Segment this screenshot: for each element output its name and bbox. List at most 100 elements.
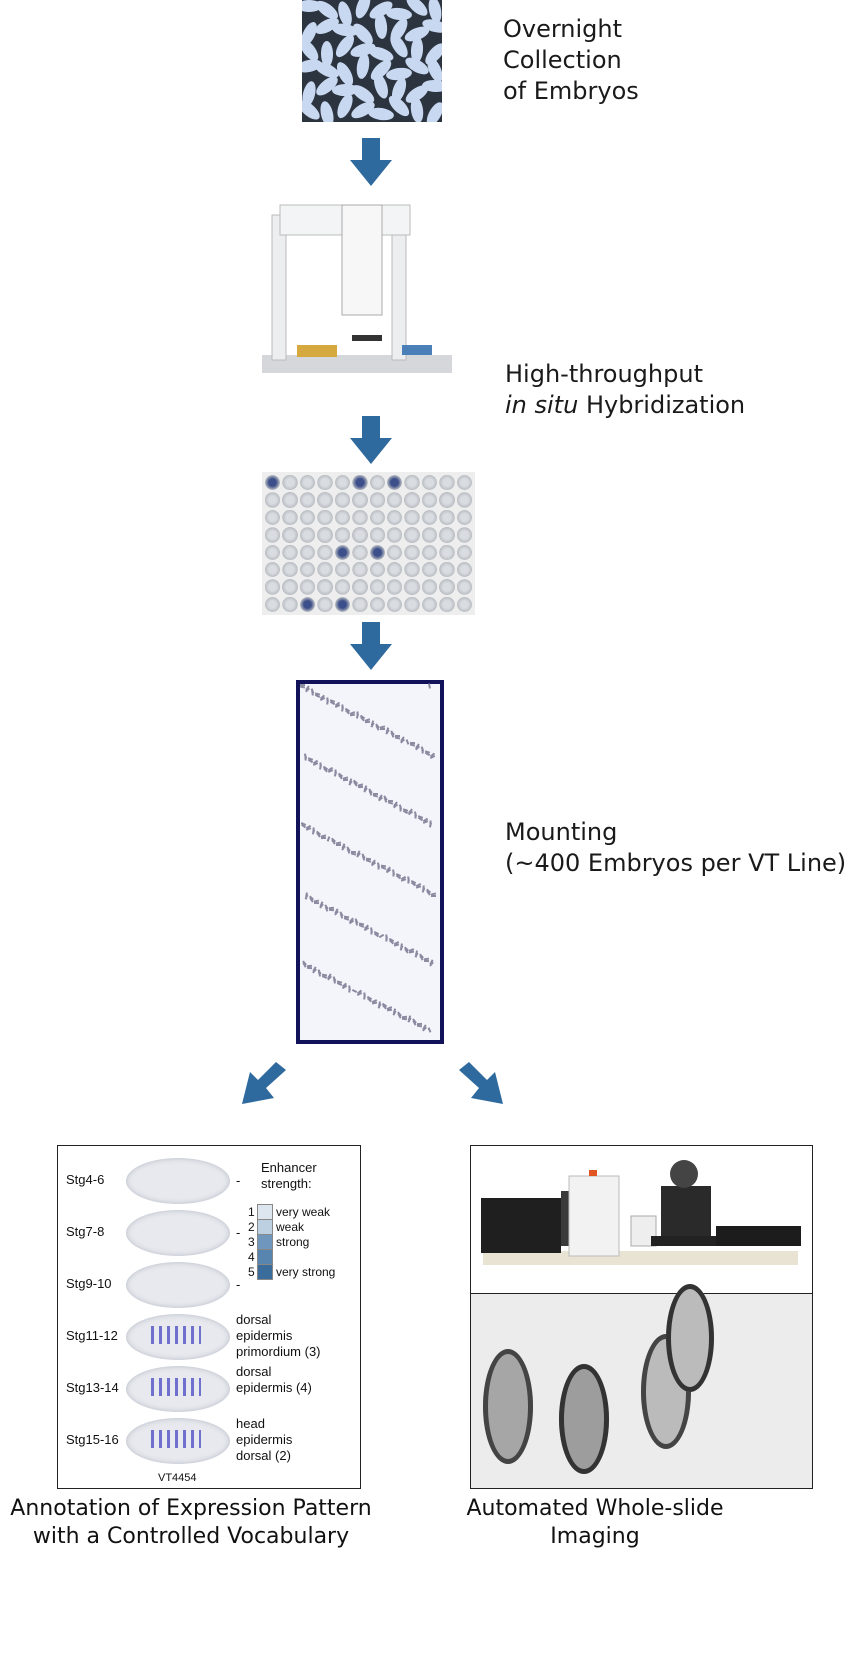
annotation-terms: - (236, 1225, 240, 1241)
mounted-embryo (342, 778, 349, 782)
plate-well (265, 544, 281, 560)
plate-well (456, 561, 472, 578)
mounted-embryo (370, 722, 375, 728)
label-text: Hybridization (578, 391, 746, 419)
legend-label: strong (276, 1235, 310, 1249)
mounted-embryo (392, 1010, 397, 1016)
plate-well (421, 579, 438, 595)
embryo-image (126, 1418, 230, 1464)
legend-swatch (257, 1219, 273, 1235)
plate-well (352, 475, 368, 491)
plate-well (404, 579, 420, 595)
mounted-embryo (299, 685, 306, 689)
annotation-panel: Stg4-6 - Stg7-8 - Stg9-10 - Stg11-12 dor… (57, 1145, 361, 1489)
legend-level: 1 (248, 1205, 255, 1219)
mounted-embryo (422, 820, 429, 824)
stage-label: Stg7-8 (66, 1224, 105, 1239)
mounted-embryo (370, 861, 377, 867)
mounted-embryo (349, 713, 356, 717)
mounted-embryo (385, 729, 390, 735)
annotation-term: epidermis (236, 1328, 293, 1343)
plate-well (456, 596, 472, 612)
embryo-shape (409, 96, 425, 122)
annotation-terms: - (236, 1277, 240, 1293)
mounted-embryo (407, 878, 410, 884)
mounted-embryo (312, 762, 319, 766)
caption-line: Automated Whole-slide (466, 1496, 724, 1521)
plate-well (386, 579, 403, 595)
mounted-embryo (343, 917, 350, 921)
mounted-embryo (320, 836, 327, 840)
mounted-embryo (326, 836, 331, 842)
down-right-arrow-icon (459, 1062, 503, 1104)
mounted-embryo (407, 810, 414, 816)
embryo-shape (367, 106, 395, 122)
legend-level: 2 (248, 1220, 255, 1234)
mounted-embryo (327, 769, 334, 773)
plate-well (265, 561, 281, 578)
mounted-embryo (334, 704, 341, 708)
plate-well (386, 561, 403, 578)
mounted-embryo (407, 1017, 412, 1023)
mounted-embryo (385, 936, 388, 942)
plate-well (439, 475, 455, 491)
mounted-embryo (365, 859, 372, 863)
legend-swatch (257, 1204, 273, 1220)
plate-well (404, 544, 420, 560)
legend-level: 5 (248, 1265, 255, 1279)
hybridization-label: High-throughput in situ Hybridization (505, 359, 745, 421)
plate-well (456, 509, 472, 526)
mounted-embryo (416, 1024, 423, 1028)
annotation-term: - (236, 1277, 241, 1292)
mounted-embryo (341, 984, 348, 990)
mounted-embryo (305, 827, 312, 831)
plate-well (456, 579, 472, 595)
plate-well (299, 544, 316, 560)
plate-well (352, 492, 368, 508)
mounted-embryo (300, 684, 305, 686)
mounted-embryo (363, 926, 370, 932)
annotation-term: epidermis (4) (236, 1380, 312, 1395)
plate-well (265, 527, 281, 543)
plate-well (439, 596, 455, 612)
plate-well (369, 475, 385, 491)
annotation-term: dorsal (236, 1364, 272, 1379)
mounted-embryo (415, 885, 422, 889)
plate-well (282, 527, 298, 543)
plate-well (299, 596, 316, 612)
mounted-embryo (364, 720, 371, 724)
embryo-image (483, 1349, 533, 1464)
mounted-embryo (356, 991, 363, 997)
embryo-shape (423, 99, 442, 122)
plate-well (386, 544, 403, 560)
hybridization-robot-photo (262, 204, 452, 373)
plate-well (334, 492, 351, 508)
mounted-embryo (341, 706, 344, 712)
collection-label: Overnight Collection of Embryos (503, 14, 639, 107)
embryo-shape (373, 12, 389, 40)
stage-label: Stg15-16 (66, 1432, 119, 1447)
mounted-embryo (379, 727, 386, 731)
plate-well (299, 527, 316, 543)
annotation-term: head (236, 1416, 265, 1431)
plate-well (317, 561, 333, 578)
plate-well (282, 509, 298, 526)
plate-well (404, 561, 420, 578)
mounted-embryo (357, 785, 364, 789)
embryo-shape (318, 99, 336, 122)
label-line: Overnight (503, 15, 623, 43)
mounted-embryo (387, 801, 394, 805)
stage-label: Stg9-10 (66, 1276, 112, 1291)
plate-well (456, 492, 472, 508)
plate-well (299, 561, 316, 578)
embryo-image (126, 1158, 230, 1204)
mounted-embryo (430, 894, 437, 898)
annotation-term: dorsal (2) (236, 1448, 291, 1463)
plate-well (299, 475, 316, 491)
mounted-embryo (341, 845, 346, 851)
label-line: in situ Hybridization (505, 390, 745, 421)
plate-well (369, 544, 385, 560)
mounted-embryo (306, 966, 313, 970)
plate-well (439, 527, 455, 543)
